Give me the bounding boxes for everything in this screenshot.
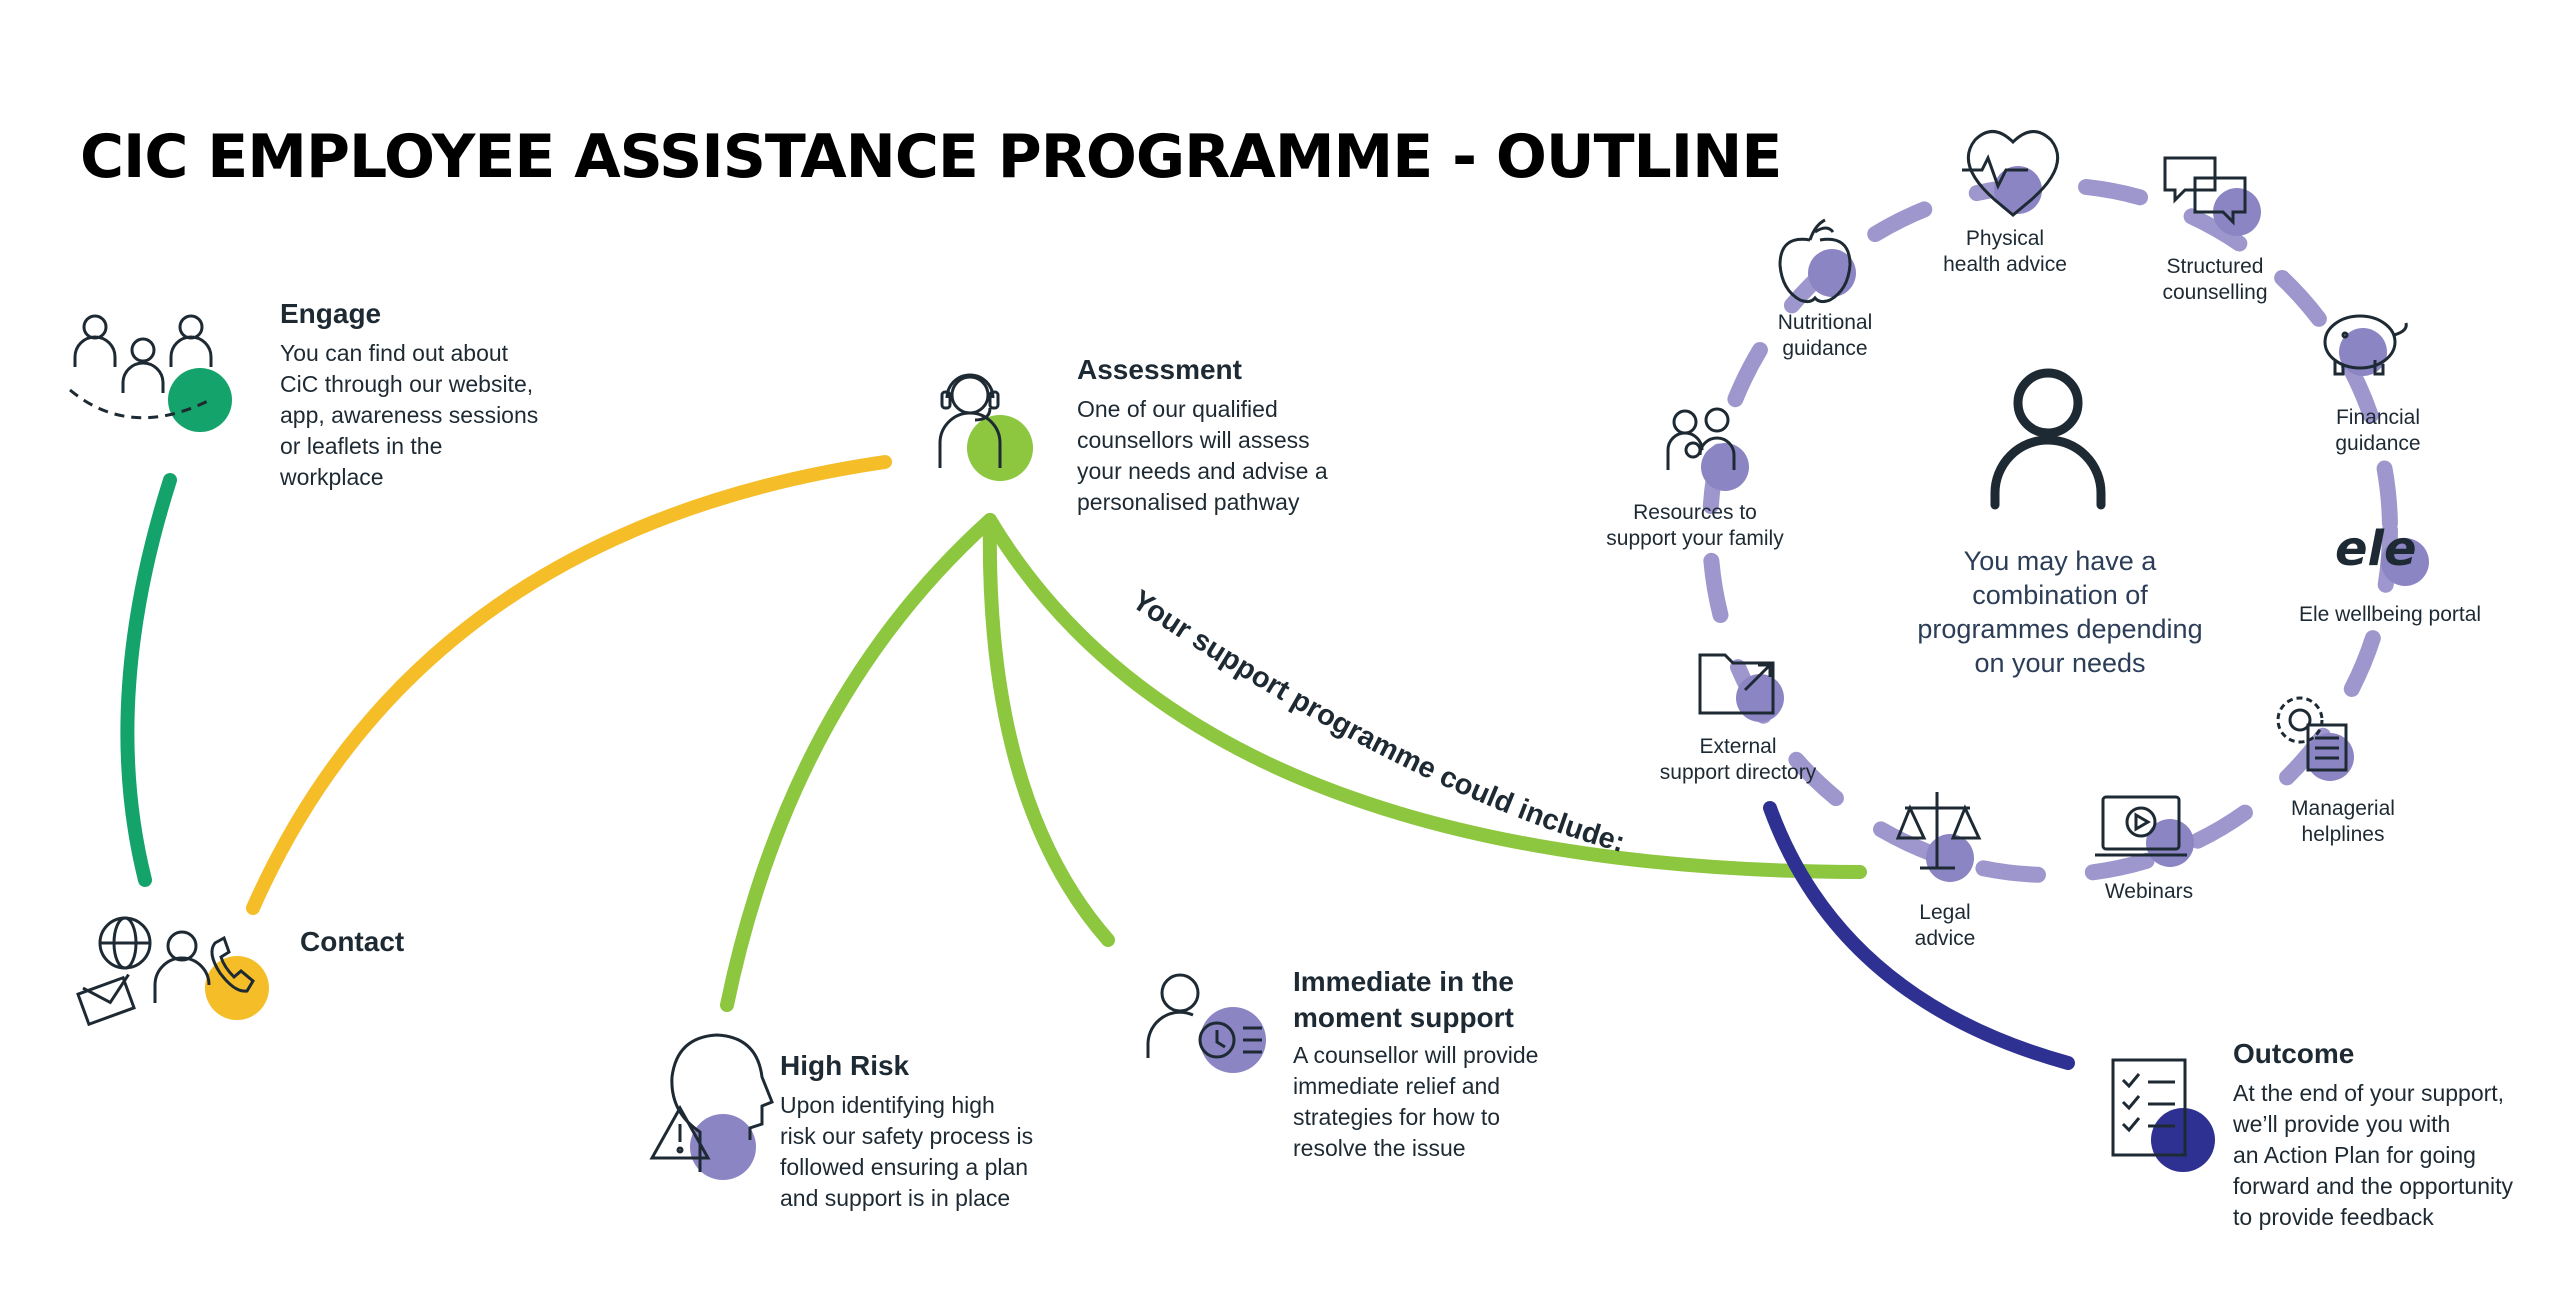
- ring-label-nutritional: Nutritional guidance: [1778, 310, 1873, 362]
- ring-label-line: Managerial: [2291, 797, 2395, 820]
- programme-outcome-connector: [1763, 801, 2075, 1070]
- center-text-line: combination of: [1972, 580, 2148, 610]
- ele-logo-icon: ele: [2335, 521, 2429, 586]
- high-risk-line: and support is in place: [780, 1185, 1011, 1211]
- person-icon: [1990, 368, 2106, 510]
- ring-label-line: advice: [1914, 927, 1976, 950]
- ring-label-line: support your family: [1606, 527, 1784, 550]
- outcome-line: At the end of your support,: [2233, 1080, 2505, 1106]
- center-text-line: programmes depending: [1917, 614, 2203, 644]
- engage-contact-connector: [120, 473, 177, 887]
- speech-bubbles-icon: [2163, 156, 2261, 236]
- ring-label-structured: Structured counselling: [2162, 254, 2267, 306]
- high-risk-heading: High Risk: [780, 1050, 910, 1081]
- contact-channels-icon: [76, 916, 269, 1027]
- ring-label-webinars: Webinars: [2105, 879, 2193, 905]
- ring-label-physical: Physical health advice: [1943, 226, 2067, 278]
- head-warning-icon: [649, 1033, 774, 1180]
- assessment-line: your needs and advise a: [1077, 458, 1328, 484]
- immediate-heading-line: Immediate in the: [1293, 966, 1514, 997]
- outcome-description: At the end of your support, we’ll provid…: [2233, 1078, 2513, 1233]
- svg-text:ele: ele: [2335, 521, 2417, 577]
- ring-label-managerial: Managerial helplines: [2291, 796, 2395, 848]
- assessment-description: One of our qualified counsellors will as…: [1077, 394, 1328, 518]
- ring-label-line: guidance: [2335, 432, 2421, 455]
- outcome-line: to provide feedback: [2233, 1204, 2434, 1230]
- engage-description: You can find out about CiC through our w…: [280, 338, 538, 493]
- immediate-description: A counsellor will provide immediate reli…: [1293, 1040, 1538, 1164]
- ring-label-ele: Ele wellbeing portal: [2299, 602, 2481, 628]
- contact-assessment-connector: [246, 455, 892, 915]
- engage-line: workplace: [280, 464, 384, 490]
- outcome-line: an Action Plan for going: [2233, 1142, 2476, 1168]
- engage-heading: Engage: [280, 298, 382, 329]
- ring-label-line: Ele wellbeing portal: [2298, 603, 2482, 626]
- heart-pulse-icon: [1962, 130, 2060, 217]
- assessment-line: personalised pathway: [1077, 489, 1300, 515]
- ring-label-financial: Financial guidance: [2335, 405, 2420, 457]
- immediate-line: resolve the issue: [1293, 1135, 1466, 1161]
- headset-counsellor-icon: [938, 373, 1033, 481]
- ring-label-line: External: [1699, 735, 1777, 758]
- assessment-highrisk-connector: [720, 513, 997, 1012]
- center-text-line: on your needs: [1974, 648, 2146, 678]
- ring-label-line: Resources to: [1633, 501, 1757, 524]
- ring-label-line: Legal: [1919, 901, 1971, 924]
- family-icon: [1666, 407, 1749, 491]
- outcome-heading: Outcome: [2233, 1038, 2355, 1069]
- assessment-line: counsellors will assess: [1077, 427, 1310, 453]
- center-text: You may have a combination of programmes…: [1910, 544, 2210, 680]
- engage-line: CiC through our website,: [280, 371, 534, 397]
- immediate-line: strategies for how to: [1293, 1104, 1501, 1130]
- folder-link-icon: [1698, 653, 1784, 722]
- page-title: CIC EMPLOYEE ASSISTANCE PROGRAMME - OUTL…: [80, 122, 1782, 192]
- high-risk-line: Upon identifying high: [780, 1092, 995, 1118]
- piggy-bank-icon: [2323, 314, 2408, 376]
- ring-label-line: Financial: [2335, 406, 2421, 429]
- immediate-line: immediate relief and: [1293, 1073, 1501, 1099]
- engage-line: or leaflets in the: [280, 433, 443, 459]
- high-risk-description: Upon identifying high risk our safety pr…: [780, 1090, 1033, 1214]
- ring-label-line: health advice: [1943, 253, 2067, 276]
- gear-document-icon: [2276, 696, 2354, 781]
- ring-label-line: Nutritional: [1777, 311, 1873, 334]
- ring-label-line: Physical: [1965, 227, 2045, 250]
- ring-label-legal: Legal advice: [1915, 900, 1976, 952]
- ring-label-line: Webinars: [2104, 880, 2194, 903]
- immediate-line: A counsellor will provide: [1293, 1042, 1539, 1068]
- assessment-heading: Assessment: [1077, 354, 1242, 385]
- outcome-line: we’ll provide you with: [2233, 1111, 2451, 1137]
- ring-label-line: helplines: [2301, 823, 2385, 846]
- high-risk-line: followed ensuring a plan: [780, 1154, 1029, 1180]
- ring-label-line: counselling: [2162, 281, 2268, 304]
- ring-label-external: External support directory: [1660, 734, 1816, 786]
- person-support-icon: [1146, 973, 1266, 1073]
- ring-label-line: guidance: [1782, 337, 1868, 360]
- high-risk-line: risk our safety process is: [780, 1123, 1034, 1149]
- assessment-programme-connector: [983, 513, 1867, 879]
- assessment-immediate-connector: [982, 513, 1115, 947]
- people-group-icon: [69, 314, 232, 432]
- ring-label-resources: Resources to support your family: [1606, 500, 1783, 552]
- engage-line: app, awareness sessions: [280, 402, 539, 428]
- scales-icon: [1895, 792, 1982, 882]
- laptop-play-icon: [2095, 795, 2194, 867]
- outcome-line: forward and the opportunity: [2233, 1173, 2514, 1199]
- immediate-heading-line: moment support: [1293, 1002, 1514, 1033]
- center-text-line: You may have a: [1963, 546, 2157, 576]
- checklist-icon: [2111, 1058, 2215, 1172]
- ring-label-line: support directory: [1659, 761, 1817, 784]
- contact-heading: Contact: [300, 926, 405, 957]
- engage-line: You can find out about: [280, 340, 509, 366]
- ring-label-line: Structured: [2166, 255, 2264, 278]
- programme-ring: [1702, 177, 2398, 883]
- immediate-heading: Immediate in the moment support: [1293, 964, 1514, 1036]
- apple-icon: [1778, 218, 1856, 304]
- assessment-line: One of our qualified: [1077, 396, 1278, 422]
